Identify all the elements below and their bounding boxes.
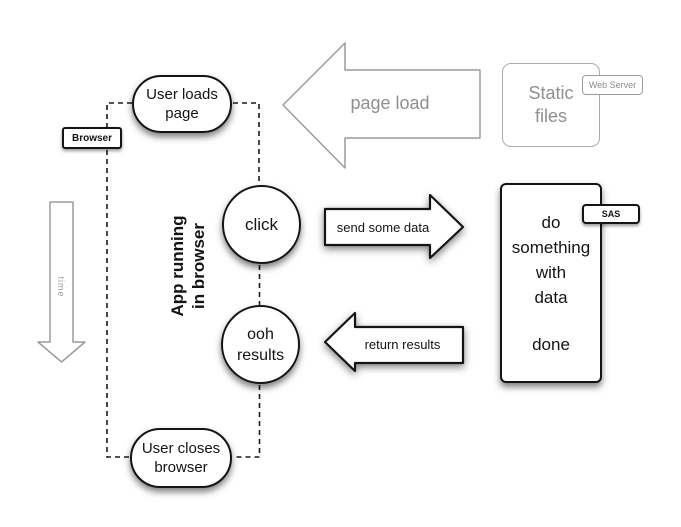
web-server-tag: Web Server <box>582 75 643 95</box>
browser-tag: Browser <box>62 127 122 149</box>
send-data-label: send some data <box>336 220 430 235</box>
lifeline-left <box>106 102 132 458</box>
sas-tag: SAS <box>582 204 640 224</box>
lifeline-right-top <box>233 102 260 184</box>
time-arrow-label: time <box>56 276 66 298</box>
app-running-label: App running in browser <box>168 215 208 317</box>
user-closes-browser-node: User closes browser <box>130 428 232 488</box>
return-results-label: return results <box>364 337 441 352</box>
lifeline-right-bottom <box>233 385 261 458</box>
process-steps-text: do something with data <box>511 212 591 307</box>
process-done-text: done <box>532 334 570 354</box>
user-loads-page-node: User loads page <box>132 75 232 133</box>
click-node: click <box>222 185 301 264</box>
page-load-label: page load <box>350 93 430 113</box>
ooh-results-node: ooh results <box>221 305 300 384</box>
